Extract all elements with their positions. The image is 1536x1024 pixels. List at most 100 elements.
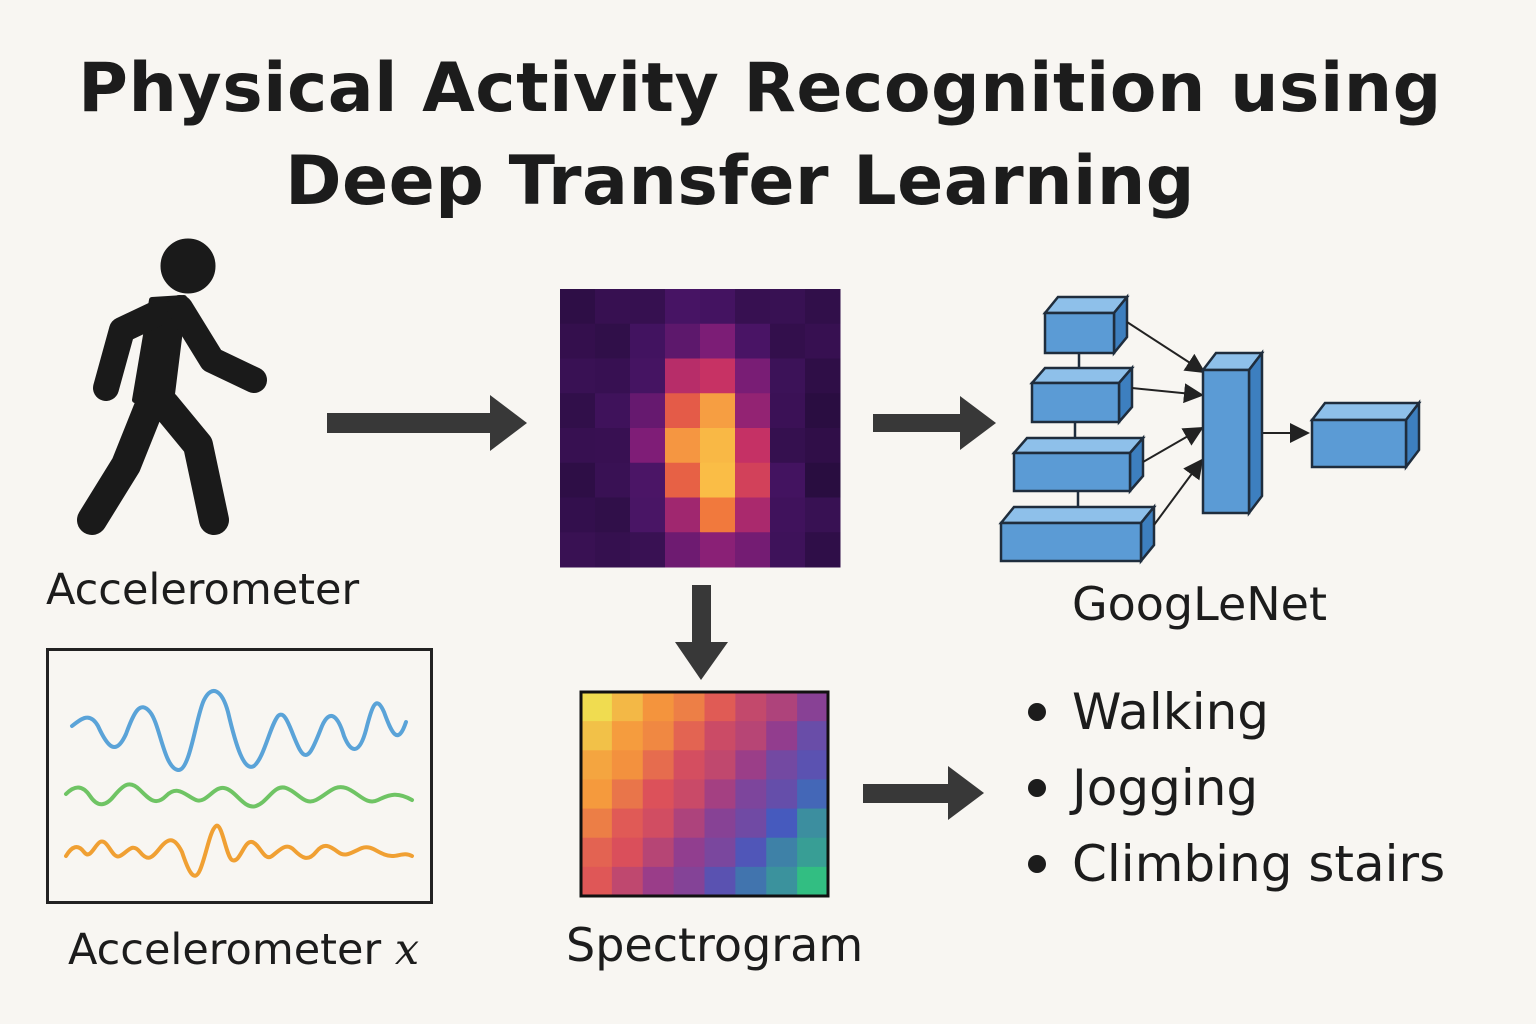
spectrogram-cell — [704, 692, 736, 722]
heatmap-cell — [560, 497, 596, 533]
walking-person-icon — [77, 238, 267, 535]
heatmap-cell — [630, 358, 666, 394]
heatmap-cell — [665, 393, 701, 429]
arrow-person-to-heatmap — [327, 395, 527, 451]
heatmap-cell — [735, 323, 771, 359]
spectrogram-cell — [766, 721, 798, 751]
spectrogram-cell — [797, 808, 829, 839]
heatmap-cell — [770, 532, 806, 568]
spectrogram-cell — [735, 866, 767, 897]
spectrogram-cell — [735, 808, 767, 839]
heatmap-cell — [630, 497, 666, 533]
spectrogram-cell — [766, 779, 798, 810]
heatmap-cell — [630, 323, 666, 359]
heatmap-cell — [630, 393, 666, 429]
heatmap-cell — [735, 428, 771, 464]
waveform-orange — [64, 823, 414, 878]
heatmap-cell — [700, 428, 736, 464]
spectrogram-cell — [735, 837, 767, 868]
heatmap-cell — [700, 289, 736, 325]
googlenet-label: GoogLeNet — [1072, 577, 1327, 631]
accelerometer-x-variable: x — [394, 925, 420, 975]
activity-item-climbing-stairs: Climbing stairs — [1028, 832, 1445, 908]
spectrogram-cell — [766, 808, 798, 839]
heatmap-cell — [595, 323, 631, 359]
heatmap-cell — [805, 393, 841, 429]
heatmap-cell — [665, 428, 701, 464]
heatmap-cell — [700, 532, 736, 568]
heatmap-cell — [630, 289, 666, 325]
heatmap-cell — [560, 358, 596, 394]
accelerometer-waveforms — [64, 689, 414, 878]
accelerometer-label: Accelerometer — [46, 565, 360, 615]
heatmap-cell — [560, 323, 596, 359]
spectrogram-image — [581, 692, 829, 897]
heatmap-cell — [560, 428, 596, 464]
network-concat-block — [1200, 349, 1265, 517]
accelerometer-signal-plot — [46, 648, 433, 904]
spectrogram-cell — [581, 779, 613, 810]
arrow-spectrogram-to-activities — [863, 766, 984, 820]
spectrogram-cell — [797, 750, 829, 780]
spectrogram-cell — [797, 721, 829, 751]
spectrogram-cell — [766, 692, 798, 722]
spectrogram-cell — [704, 866, 736, 897]
spectrogram-cell — [797, 692, 829, 722]
spectrogram-cell — [581, 866, 613, 897]
network-block-3 — [1011, 434, 1146, 495]
heatmap-cell — [665, 323, 701, 359]
heatmap-cell — [700, 462, 736, 498]
spectrogram-cell — [704, 750, 736, 780]
heatmap-cell — [630, 532, 666, 568]
activity-item-jogging: Jogging — [1028, 756, 1445, 832]
heatmap-cell — [595, 393, 631, 429]
network-block-1 — [1042, 293, 1130, 357]
spectrogram-cell — [735, 750, 767, 780]
spectrogram-cell — [673, 866, 705, 897]
page-title-line-2: Deep Transfer Learning — [285, 142, 1195, 221]
heatmap-cell — [770, 428, 806, 464]
accelerometer-x-label: Accelerometer x — [68, 925, 419, 975]
heatmap-cell — [595, 428, 631, 464]
heatmap-cell — [700, 358, 736, 394]
heatmap-cell — [735, 289, 771, 325]
spectrogram-cell — [581, 721, 613, 751]
activity-list: Walking Jogging Climbing stairs — [1028, 680, 1445, 908]
heatmap-cell — [770, 462, 806, 498]
spectrogram-cell — [704, 808, 736, 839]
spectrogram-cell — [673, 721, 705, 751]
spectrogram-cell — [673, 750, 705, 780]
heatmap-cell — [595, 289, 631, 325]
activity-heatmap-image — [560, 289, 841, 568]
page-title-line-1: Physical Activity Recognition using — [78, 49, 1442, 128]
spectrogram-cell — [642, 750, 675, 780]
heatmap-cell — [700, 497, 736, 533]
heatmap-cell — [735, 393, 771, 429]
heatmap-cell — [770, 289, 806, 325]
network-block-2 — [1029, 364, 1135, 426]
heatmap-cell — [595, 532, 631, 568]
heatmap-cell — [560, 393, 596, 429]
spectrogram-cell — [611, 866, 644, 897]
heatmap-cell — [665, 289, 701, 325]
heatmap-cell — [700, 323, 736, 359]
heatmap-cell — [665, 532, 701, 568]
heatmap-cell — [735, 497, 771, 533]
heatmap-cell — [805, 497, 841, 533]
arrow-heatmap-to-spectrogram — [675, 585, 728, 680]
heatmap-cell — [735, 358, 771, 394]
spectrogram-border — [579, 690, 830, 898]
heatmap-cell — [805, 532, 841, 568]
heatmap-cell — [805, 428, 841, 464]
heatmap-cell — [770, 358, 806, 394]
heatmap-cell — [805, 358, 841, 394]
spectrogram-cell — [611, 837, 644, 868]
spectrogram-cell — [704, 721, 736, 751]
heatmap-cell — [665, 358, 701, 394]
heatmap-cell — [805, 289, 841, 325]
activity-item-walking: Walking — [1028, 680, 1445, 756]
spectrogram-cell — [797, 837, 829, 868]
spectrogram-cell — [581, 837, 613, 868]
spectrogram-cell — [766, 750, 798, 780]
spectrogram-cell — [611, 721, 644, 751]
